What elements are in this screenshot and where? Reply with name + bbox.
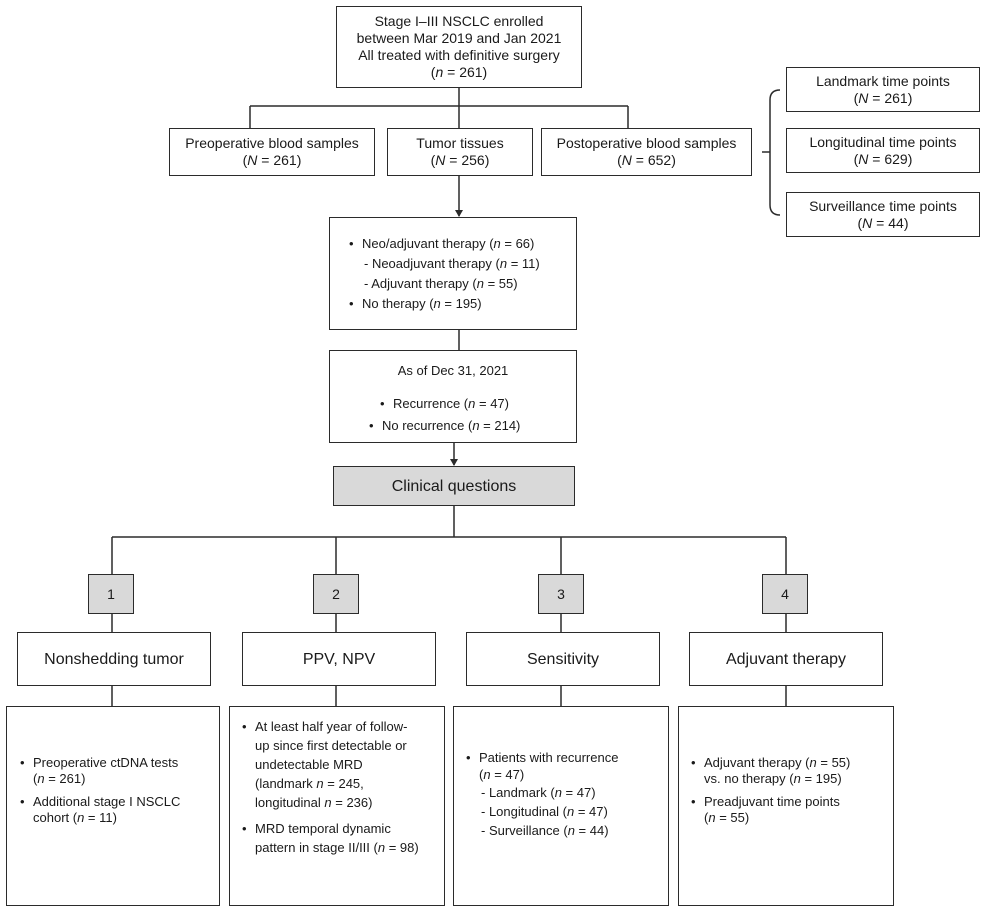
question-title-3: Sensitivity — [466, 632, 660, 686]
recurrence-box: As of Dec 31, 2021 Recurrence (n = 47) N… — [329, 350, 577, 443]
recurrence-item: Recurrence (n = 47) — [377, 391, 509, 417]
detail-item: Preoperative ctDNA tests(n = 261) — [17, 755, 219, 787]
timepoint-count: (N = 629) — [853, 150, 913, 167]
enrollment-box: Stage I–III NSCLC enrolled between Mar 2… — [336, 6, 582, 88]
question-details-2: At least half year of follow- up since f… — [229, 706, 445, 906]
therapy-subitem: - Adjuvant therapy (n = 55) — [364, 276, 518, 291]
sample-count: (N = 256) — [430, 152, 490, 168]
detail-item: Preadjuvant time points(n = 55) — [688, 794, 893, 826]
clinical-questions-box: Clinical questions — [333, 466, 575, 506]
enrollment-line-1: Stage I–III NSCLC enrolled — [374, 13, 544, 29]
preoperative-blood-box: Preoperative blood samples (N = 261) — [169, 128, 375, 176]
sample-label: Preoperative blood samples — [185, 135, 359, 151]
therapy-subitem: - Neoadjuvant therapy (n = 11) — [364, 256, 540, 271]
detail-item: At least half year of follow- up since f… — [239, 717, 444, 812]
surveillance-timepoints-box: Surveillance time points (N = 44) — [786, 192, 980, 237]
therapy-item: No therapy (n = 195) — [346, 294, 576, 314]
question-title-1: Nonshedding tumor — [17, 632, 211, 686]
landmark-timepoints-box: Landmark time points (N = 261) — [786, 67, 980, 112]
therapy-item: Neo/adjuvant therapy (n = 66) — [346, 234, 576, 254]
detail-subitem: - Surveillance (n = 44) — [481, 823, 609, 838]
timepoint-count: (N = 261) — [853, 89, 913, 106]
question-number-3: 3 — [538, 574, 584, 614]
enrollment-line-3: All treated with definitive surgery — [358, 47, 560, 63]
as-of-date: As of Dec 31, 2021 — [397, 363, 509, 378]
sample-count: (N = 261) — [242, 152, 302, 168]
timepoint-label: Longitudinal time points — [809, 133, 957, 150]
enrollment-count: (n = 261) — [430, 64, 488, 80]
question-number-1: 1 — [88, 574, 134, 614]
question-details-1: Preoperative ctDNA tests(n = 261) Additi… — [6, 706, 220, 906]
sample-count: (N = 652) — [617, 152, 676, 168]
detail-item: Patients with recurrence(n = 47) — [463, 749, 668, 783]
enrollment-line-2: between Mar 2019 and Jan 2021 — [356, 30, 562, 46]
detail-subitem: - Landmark (n = 47) — [481, 785, 596, 800]
question-details-4: Adjuvant therapy (n = 55)vs. no therapy … — [678, 706, 894, 906]
question-details-3: Patients with recurrence(n = 47) - Landm… — [453, 706, 669, 906]
question-number-2: 2 — [313, 574, 359, 614]
detail-item: MRD temporal dynamic pattern in stage II… — [239, 819, 444, 857]
therapy-box: Neo/adjuvant therapy (n = 66) - Neoadjuv… — [329, 217, 577, 330]
tumor-tissues-box: Tumor tissues (N = 256) — [387, 128, 533, 176]
question-number-4: 4 — [762, 574, 808, 614]
sample-label: Postoperative blood samples — [556, 135, 737, 151]
question-title-4: Adjuvant therapy — [689, 632, 883, 686]
longitudinal-timepoints-box: Longitudinal time points (N = 629) — [786, 128, 980, 173]
timepoint-label: Surveillance time points — [809, 197, 957, 214]
question-title-2: PPV, NPV — [242, 632, 436, 686]
timepoint-count: (N = 44) — [857, 214, 909, 231]
timepoint-label: Landmark time points — [816, 72, 950, 89]
postoperative-blood-box: Postoperative blood samples (N = 652) — [541, 128, 752, 176]
sample-label: Tumor tissues — [416, 135, 504, 151]
detail-item: Adjuvant therapy (n = 55)vs. no therapy … — [688, 755, 893, 787]
no-recurrence-item: No recurrence (n = 214) — [366, 417, 520, 435]
detail-subitem: - Longitudinal (n = 47) — [481, 804, 608, 819]
